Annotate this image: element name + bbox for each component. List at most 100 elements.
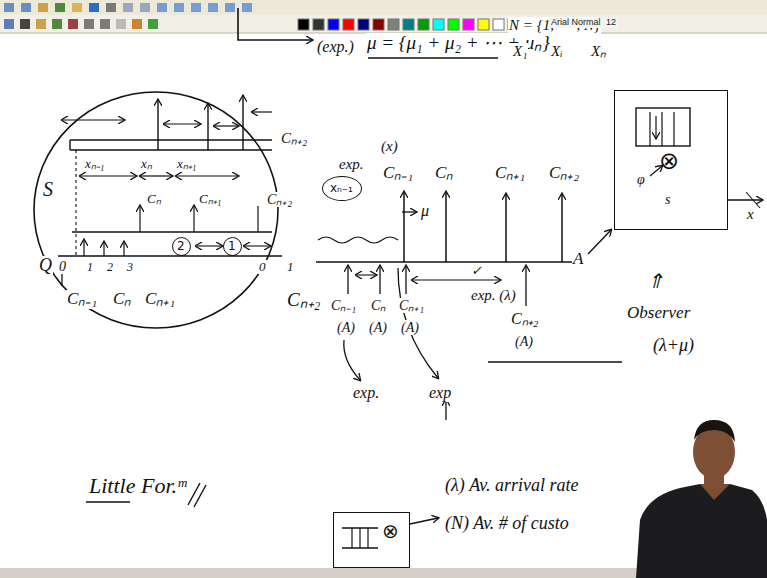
toolbar-icon — [20, 19, 30, 29]
handwritten-note: Cₙ — [146, 192, 162, 206]
handwritten-note: xₙ₋₁ — [84, 157, 105, 171]
toolbar-icon — [148, 19, 158, 29]
handwritten-note: Cₙ₊₂ — [286, 290, 321, 311]
handwritten-note: exp. — [338, 156, 365, 173]
toolbar-icon — [52, 19, 62, 29]
toolbar-icon — [358, 19, 369, 30]
node-text: 2 — [177, 240, 185, 252]
toolbar-icon — [174, 3, 184, 12]
toolbar-icon — [21, 3, 31, 12]
node-text: xₙ₋₁ — [330, 182, 353, 194]
handwritten-note: (λ+μ) — [652, 336, 695, 356]
handwritten-note: (A) — [400, 320, 420, 335]
handwritten-note: 1 — [86, 261, 94, 274]
handwritten-note: Cₙ₊₂ — [548, 164, 580, 183]
toolbar-icon — [68, 19, 78, 29]
toolbar-icon — [418, 19, 429, 30]
handwritten-note: (x) — [380, 138, 399, 155]
toolbar-icon — [433, 19, 444, 30]
handwritten-note: Cₙ₊₁ — [144, 290, 176, 309]
system-box: ⊗ — [333, 512, 410, 568]
handwritten-note: A — [572, 250, 584, 269]
toolbar-icon — [38, 3, 48, 12]
toolbar-icon — [72, 3, 82, 12]
node-text: ⊗ — [659, 149, 679, 173]
node-text: ⊗ — [382, 521, 399, 541]
toolbar-icon — [140, 3, 150, 12]
system-box: ⊗ — [614, 90, 728, 230]
toolbar-icon — [242, 3, 252, 12]
toolbar-icon — [328, 19, 339, 30]
toolbar-icon — [191, 3, 201, 12]
handwritten-note: exp. — [352, 384, 380, 402]
handwritten-note: Cₙ₊₂ — [510, 310, 539, 328]
handwritten-note: Cₙ₊₁ — [198, 192, 222, 206]
node-text: 1 — [228, 240, 236, 252]
handwritten-note: (A) — [336, 320, 356, 335]
handwritten-note: Cₙ — [112, 290, 132, 309]
toolbar-icon — [463, 19, 474, 30]
handwritten-note: xₙ — [140, 157, 153, 171]
handwritten-note: Cₙ₋₁ — [330, 298, 357, 313]
toolbar-icon — [123, 3, 133, 12]
handwritten-note: φ — [636, 172, 646, 187]
toolbar-icon — [36, 19, 46, 29]
toolbar-icon — [84, 19, 94, 29]
circled-mark: xₙ₋₁ — [322, 176, 362, 201]
toolbar-icon — [373, 19, 384, 30]
handwritten-note: s — [664, 192, 671, 207]
circled-mark: 2 — [172, 237, 191, 256]
handwritten-note: Little For.ᵐ — [88, 474, 187, 498]
toolbar-icon — [448, 19, 459, 30]
handwritten-note: (λ) Av. arrival rate — [444, 476, 579, 496]
toolbar-icon — [208, 3, 218, 12]
handwritten-note: S — [42, 178, 54, 200]
handwritten-note: (A) — [368, 320, 388, 335]
handwritten-note: μ — [420, 202, 430, 220]
toolbar-icon — [343, 19, 354, 30]
toolbar-icon — [478, 19, 489, 30]
toolbar-icon — [116, 19, 126, 29]
handwritten-note: (N) Av. # of custo — [444, 514, 570, 534]
handwritten-note: Cₙ₊₂ — [266, 192, 293, 207]
handwritten-note: 1 — [286, 260, 295, 274]
handwritten-note: 3 — [126, 261, 134, 274]
handwritten-note: xₙ₊₁ — [176, 157, 197, 171]
handwritten-note: X₁ — [512, 43, 528, 60]
handwritten-note: 0 — [58, 259, 67, 274]
toolbar-icon — [493, 19, 504, 30]
handwritten-note: exp — [428, 384, 452, 402]
toolbar-text: Arial Normal — [549, 18, 603, 28]
handwritten-note: Xᵢ — [550, 43, 564, 60]
toolbar-icon — [403, 19, 414, 30]
handwritten-note: Cₙ₋₁ — [382, 164, 414, 183]
toolbar-icon — [313, 19, 324, 30]
handwritten-note: Q — [38, 256, 53, 276]
handwritten-note: Cₙ₊₂ — [280, 130, 308, 147]
handwritten-note: ⇑ — [646, 270, 665, 292]
toolbar-icon — [298, 19, 309, 30]
toolbar-icon — [55, 3, 65, 12]
handwritten-note: Cₙ — [434, 164, 454, 183]
handwritten-note: Observer — [626, 304, 691, 323]
handwritten-note: 0 — [258, 260, 267, 274]
toolbar-icon — [132, 19, 142, 29]
handwritten-note: Cₙ₊₁ — [494, 164, 526, 183]
handwritten-note: Cₙ₋₁ — [66, 290, 98, 309]
toolbar-text: 12 — [604, 18, 618, 28]
toolbar-icon — [388, 19, 399, 30]
toolbar-icon — [100, 19, 110, 29]
handwritten-note: 2 — [106, 261, 114, 274]
toolbar-icon — [4, 3, 14, 12]
handwritten-note: Cₙ₊₁ — [398, 298, 425, 313]
handwritten-note: (exp.) — [316, 38, 355, 56]
handwritten-note: exp. (λ) — [470, 287, 517, 304]
handwritten-note: Cₙ — [370, 298, 387, 313]
toolbar-icon — [225, 3, 235, 12]
handwritten-note: x — [746, 206, 755, 223]
toolbar-icon — [89, 3, 99, 12]
toolbar-icon — [4, 19, 14, 29]
circled-mark: 1 — [223, 237, 242, 256]
